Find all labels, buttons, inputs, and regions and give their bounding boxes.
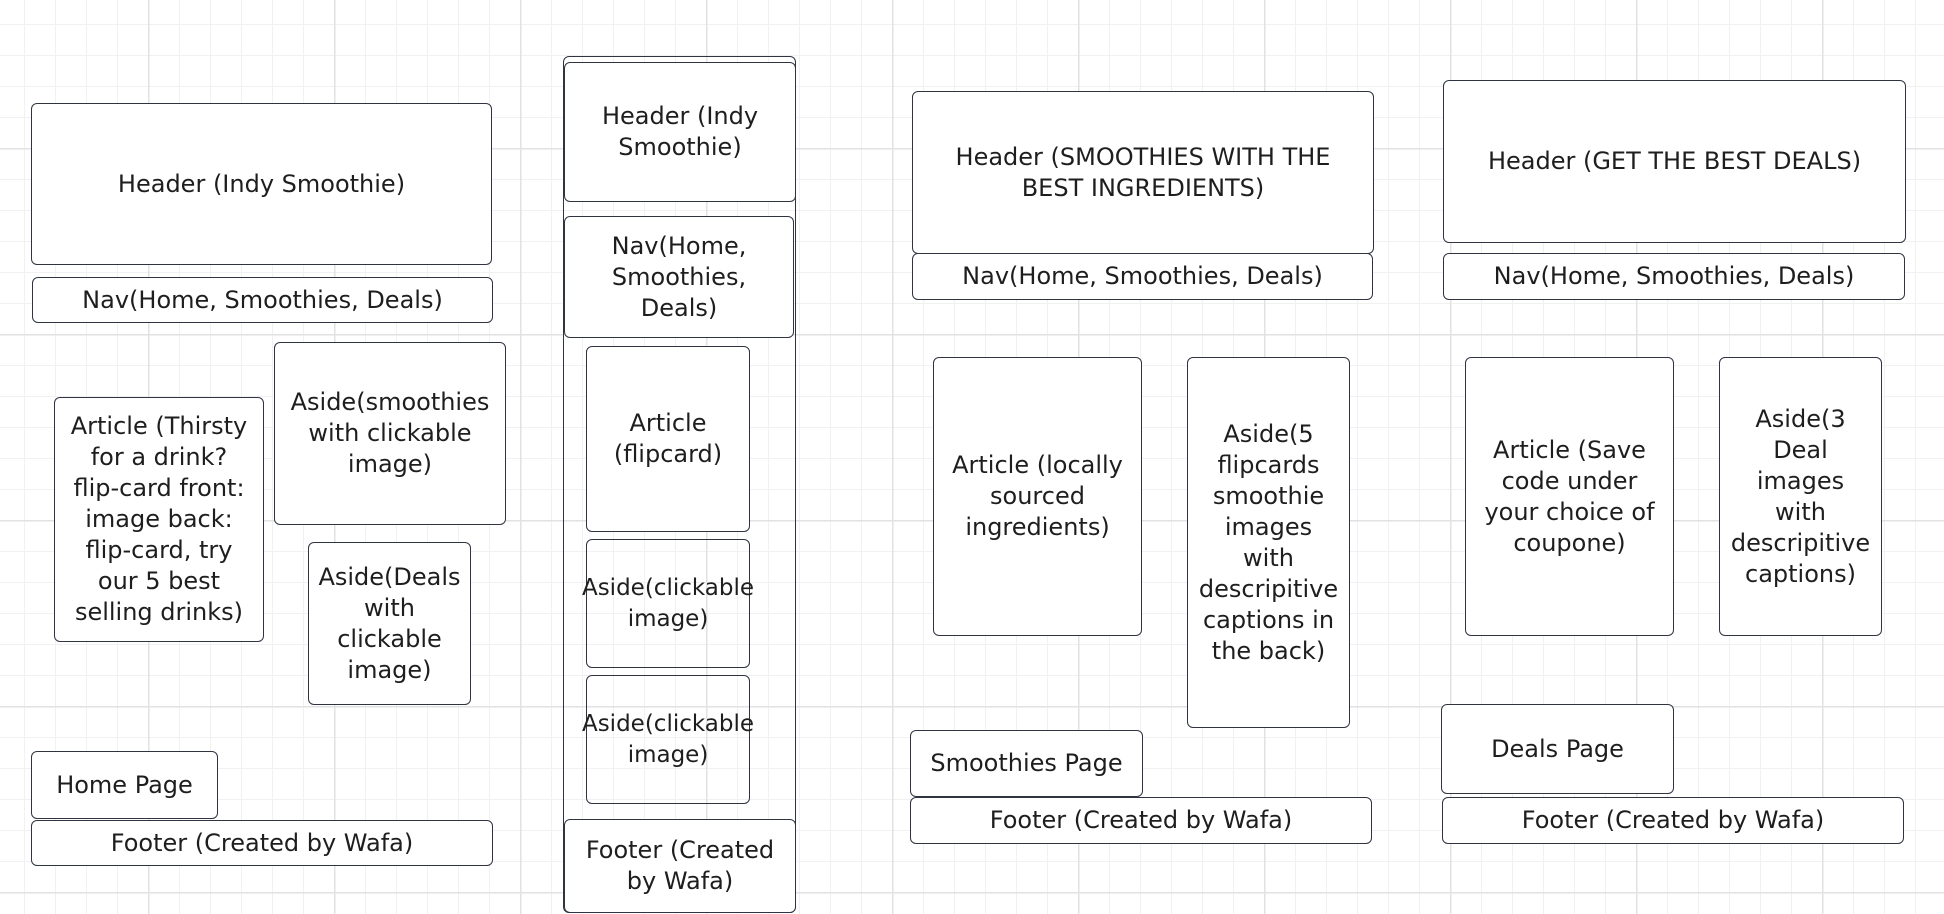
deals-nav-box[interactable]: Nav(Home, Smoothies, Deals) xyxy=(1443,253,1905,300)
mobile-aside-box-2[interactable]: Aside(clickable image) xyxy=(582,675,754,804)
home-nav-label: Nav(Home, Smoothies, Deals) xyxy=(82,285,443,314)
home-article-label: Article (Thirsty for a drink? flip-card … xyxy=(70,412,248,626)
mobile-article-label: Article (flipcard) xyxy=(613,409,723,468)
smoothies-header-box[interactable]: Header (SMOOTHIES WITH THE BEST INGREDIE… xyxy=(912,91,1374,254)
mobile-nav-label: Nav(Home, Smoothies, Deals) xyxy=(611,231,747,322)
deals-article-box[interactable]: Article (Save code under your choice of … xyxy=(1465,357,1674,636)
mobile-aside-box-1[interactable]: Aside(clickable image) xyxy=(582,539,754,668)
home-footer-box[interactable]: Footer (Created by Wafa) xyxy=(31,820,493,866)
home-aside-deals-label: Aside(Deals with clickable image) xyxy=(318,562,461,684)
deals-aside-box[interactable]: Aside(3 Deal images with descripitive ca… xyxy=(1719,357,1882,636)
smoothies-nav-label: Nav(Home, Smoothies, Deals) xyxy=(962,262,1323,290)
home-aside-deals-box[interactable]: Aside(Deals with clickable image) xyxy=(308,542,471,705)
smoothies-footer-label: Footer (Created by Wafa) xyxy=(989,806,1293,834)
home-page-label-box[interactable]: Home Page xyxy=(31,751,218,819)
smoothies-header-label: Header (SMOOTHIES WITH THE BEST INGREDIE… xyxy=(955,142,1331,202)
home-article-box[interactable]: Article (Thirsty for a drink? flip-card … xyxy=(54,397,264,642)
smoothies-nav-box[interactable]: Nav(Home, Smoothies, Deals) xyxy=(912,253,1373,300)
home-nav-box[interactable]: Nav(Home, Smoothies, Deals) xyxy=(32,277,493,323)
deals-page-label: Deals Page xyxy=(1491,734,1624,763)
smoothies-footer-box[interactable]: Footer (Created by Wafa) xyxy=(910,797,1372,844)
home-header-label: Header (Indy Smoothie) xyxy=(117,169,406,198)
mobile-nav-box[interactable]: Nav(Home, Smoothies, Deals) xyxy=(564,216,794,338)
deals-nav-label: Nav(Home, Smoothies, Deals) xyxy=(1493,262,1855,290)
deals-aside-label: Aside(3 Deal images with descripitive ca… xyxy=(1730,404,1871,588)
mobile-header-box[interactable]: Header (Indy Smoothie) xyxy=(564,62,796,202)
home-aside-smoothies-box[interactable]: Aside(smoothies with clickable image) xyxy=(274,342,506,525)
mobile-aside-label-2: Aside(clickable image) xyxy=(581,710,755,768)
mobile-footer-box[interactable]: Footer (Created by Wafa) xyxy=(564,819,796,913)
deals-header-label: Header (GET THE BEST DEALS) xyxy=(1487,147,1862,175)
deals-article-label: Article (Save code under your choice of … xyxy=(1484,435,1655,557)
mobile-header-label: Header (Indy Smoothie) xyxy=(601,102,759,161)
deals-footer-label: Footer (Created by Wafa) xyxy=(1521,806,1825,834)
mobile-aside-label-1: Aside(clickable image) xyxy=(581,574,755,632)
deals-header-box[interactable]: Header (GET THE BEST DEALS) xyxy=(1443,80,1906,243)
smoothies-page-label: Smoothies Page xyxy=(930,749,1123,777)
smoothies-page-label-box[interactable]: Smoothies Page xyxy=(910,730,1143,797)
home-footer-label: Footer (Created by Wafa) xyxy=(110,828,414,857)
smoothies-aside-box[interactable]: Aside(5 flipcards smoothie images with d… xyxy=(1187,357,1350,728)
mobile-footer-label: Footer (Created by Wafa) xyxy=(585,836,775,895)
deals-page-label-box[interactable]: Deals Page xyxy=(1441,704,1674,794)
smoothies-aside-label: Aside(5 flipcards smoothie images with d… xyxy=(1198,419,1339,665)
smoothies-article-label: Article (locally sourced ingredients) xyxy=(952,451,1123,541)
home-header-box[interactable]: Header (Indy Smoothie) xyxy=(31,103,492,265)
deals-footer-box[interactable]: Footer (Created by Wafa) xyxy=(1442,797,1904,844)
home-aside-smoothies-label: Aside(smoothies with clickable image) xyxy=(290,388,490,478)
smoothies-article-box[interactable]: Article (locally sourced ingredients) xyxy=(933,357,1142,636)
home-page-label: Home Page xyxy=(56,770,193,799)
mobile-article-box[interactable]: Article (flipcard) xyxy=(586,346,750,532)
